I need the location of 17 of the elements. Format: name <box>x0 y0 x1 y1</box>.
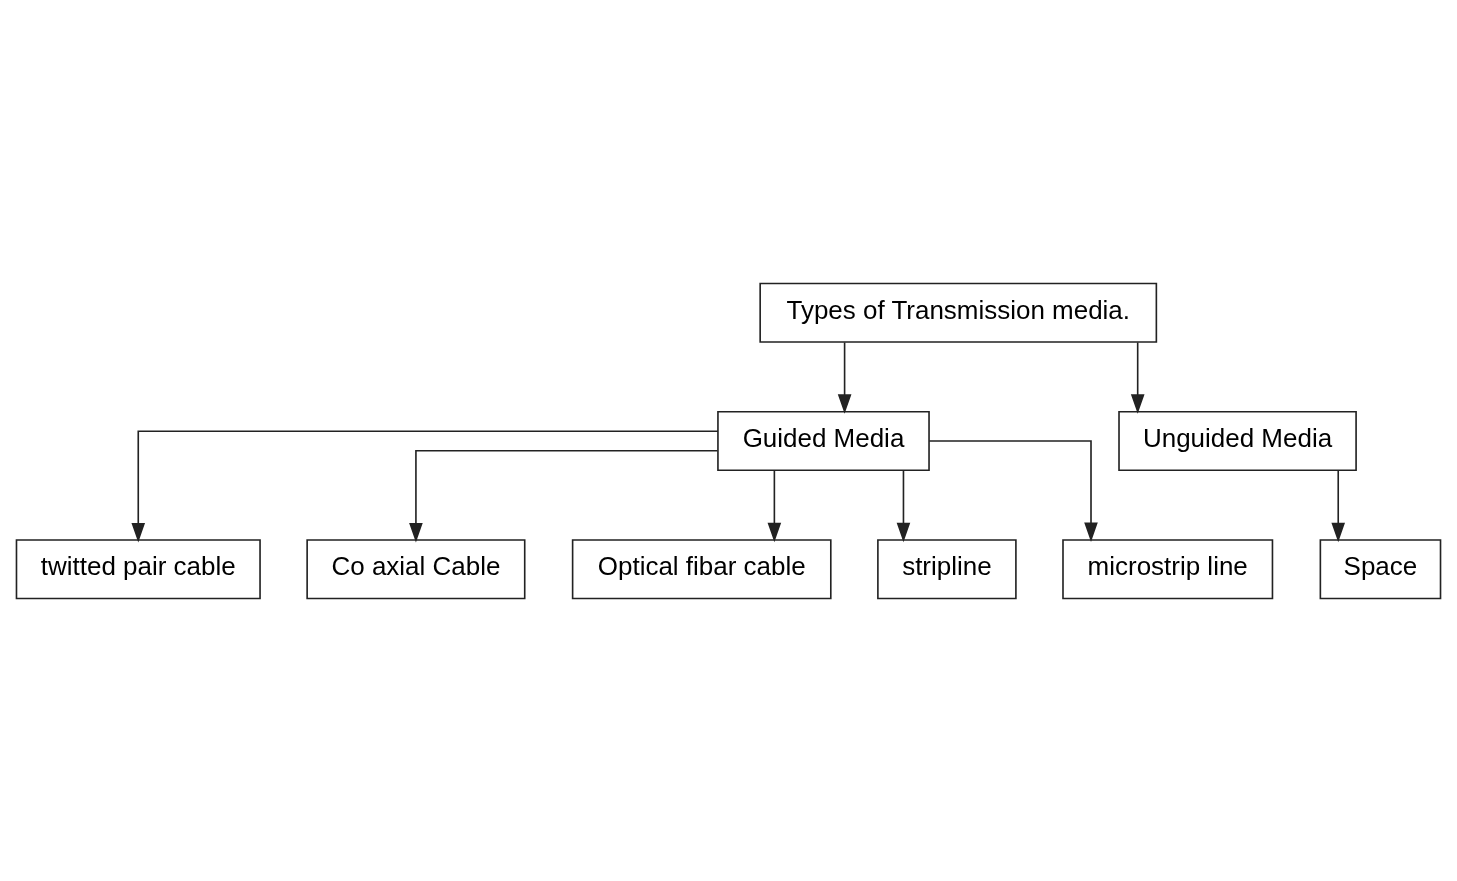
node-box: microstrip line <box>1062 538 1274 599</box>
node-box: Optical fibar cable <box>571 538 832 599</box>
arrow <box>896 469 911 542</box>
node-box: Space <box>1319 538 1442 599</box>
node-box: twitted pair cable <box>15 538 261 599</box>
node-box: Guided Media <box>717 410 930 471</box>
node-box: Unguided Media <box>1118 410 1357 471</box>
node-box: stripline <box>877 538 1017 599</box>
arrow <box>928 439 1098 542</box>
arrow <box>409 449 719 542</box>
arrow <box>837 341 852 414</box>
arrow <box>1130 341 1145 414</box>
arrow <box>1331 469 1346 542</box>
arrow <box>767 469 782 542</box>
node-box: Co axial Cable <box>306 538 526 599</box>
arrow <box>131 429 719 542</box>
node-box: Types of Transmission media. <box>759 282 1158 343</box>
